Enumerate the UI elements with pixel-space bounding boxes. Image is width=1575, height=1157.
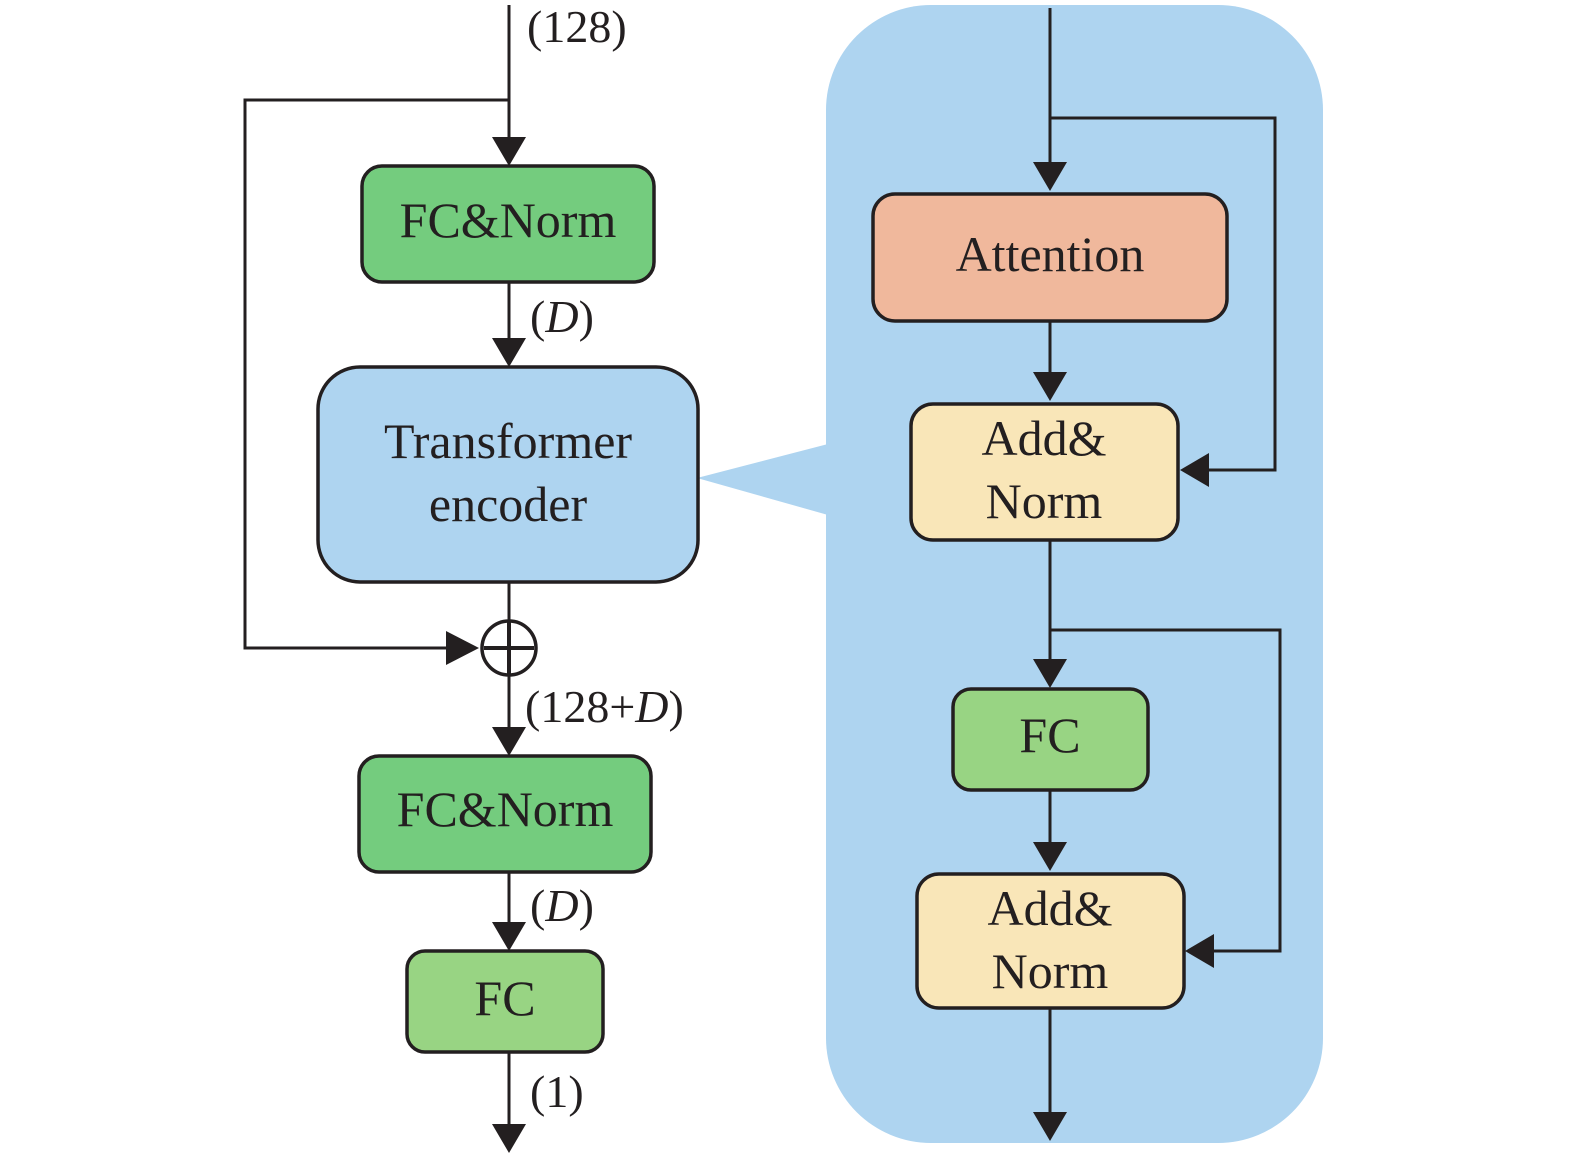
add-norm-block-1 xyxy=(909,402,1180,542)
output-dim-label: (1) xyxy=(530,1066,584,1117)
arrow-into-add-norm-1-top xyxy=(1033,372,1067,401)
residual-line-1 xyxy=(1050,116,1277,472)
arrow-into-encoder-fc xyxy=(1033,659,1067,688)
arrow-into-transformer xyxy=(492,338,526,367)
transformer-encoder-label-line2: encoder xyxy=(429,476,588,532)
arrow-into-add-norm-1 xyxy=(1180,453,1209,487)
arrow-into-add-norm-2 xyxy=(1185,934,1214,968)
skip-connection-line xyxy=(243,98,509,650)
arrow-into-attention xyxy=(1033,162,1067,191)
output-arrow xyxy=(492,1124,526,1153)
fc-output-block-label: FC xyxy=(474,970,535,1026)
encoder-fc-block-label: FC xyxy=(1019,707,1080,763)
arrow-into-add-norm-2-top xyxy=(1033,842,1067,871)
add-operator-icon xyxy=(480,619,538,677)
transformer-encoder-label-line1: Transformer xyxy=(384,413,632,469)
add-norm-block-1-line2: Norm xyxy=(986,473,1103,529)
callout-pointer xyxy=(697,444,828,515)
add-norm-block-2-line1: Add& xyxy=(988,880,1113,936)
fc-norm-block-2-label: FC&Norm xyxy=(397,781,614,837)
attention-block-label: Attention xyxy=(956,226,1145,282)
residual-line-2 xyxy=(1050,628,1282,953)
encoder-output-arrow xyxy=(1033,1112,1067,1141)
add-norm-block-2-line2: Norm xyxy=(992,943,1109,999)
arrow-into-fc-out xyxy=(492,922,526,951)
fc-norm-block-2 xyxy=(357,754,653,874)
arrow-into-add xyxy=(446,631,479,665)
fc-norm-block-1-label: FC&Norm xyxy=(400,192,617,248)
fc-output-block xyxy=(405,949,605,1054)
transformer-encoder-block xyxy=(316,365,700,584)
add-norm-block-1-line1: Add& xyxy=(982,410,1107,466)
dim-label-d-1: (D) xyxy=(530,291,594,342)
dim-label-128-plus-d: (128+D) xyxy=(525,681,684,732)
arrow-into-fc-norm-1 xyxy=(492,137,526,166)
arrow-into-fc-norm-2 xyxy=(492,727,526,756)
input-dim-label: (128) xyxy=(527,1,627,52)
dim-label-d-2: (D) xyxy=(530,880,594,931)
